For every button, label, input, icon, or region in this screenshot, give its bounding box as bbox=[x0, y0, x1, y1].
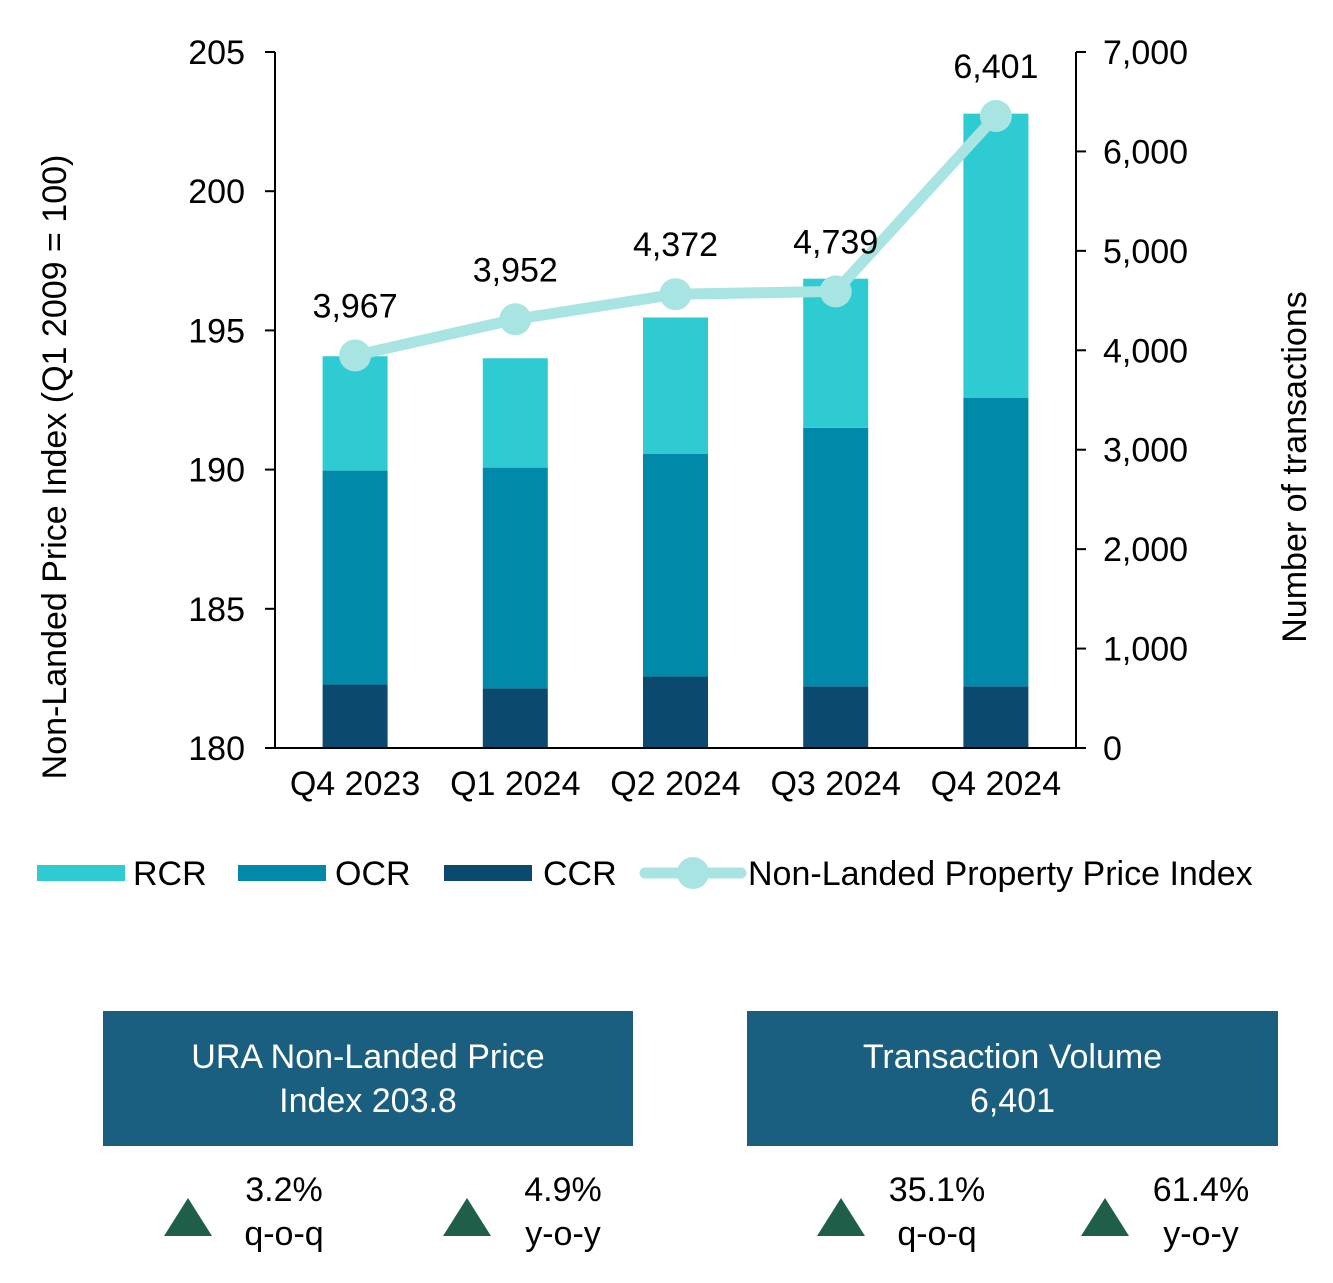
bar-ccr-2 bbox=[643, 676, 708, 748]
combo-chart: 180 185 190 195 200 205 0 1,000 2,000 3,000 4,000 5… bbox=[36, 34, 1314, 893]
bar-ccr-3 bbox=[803, 686, 869, 748]
kpi-price-index-title: URA Non-Landed Price Index 203.8 bbox=[191, 1037, 545, 1120]
legend-label-0: RCR bbox=[133, 855, 207, 893]
bar-rcr-0 bbox=[322, 356, 388, 471]
legend-swatch-ocr bbox=[238, 865, 326, 881]
stat-volume-qoq: 35.1% q-o-q bbox=[817, 1168, 1007, 1258]
stat-price-qoq-period: q-o-q bbox=[244, 1215, 324, 1253]
price-index-point-0 bbox=[339, 339, 372, 372]
kpi-transaction-volume-title: Transaction Volume 6,401 bbox=[862, 1037, 1163, 1120]
total-label-4: 6,401 bbox=[953, 48, 1038, 86]
bar-ccr-0 bbox=[322, 684, 388, 748]
bar-rcr-2 bbox=[643, 317, 708, 454]
right-tick-label: 4,000 bbox=[1103, 332, 1188, 370]
stat-volume-yoy-period: y-o-y bbox=[1163, 1215, 1239, 1253]
total-label-0: 3,967 bbox=[313, 287, 398, 325]
bar-ccr-4 bbox=[963, 686, 1029, 748]
legend-label-3: Non-Landed Property Price Index bbox=[748, 855, 1253, 893]
legend-layer: RCR OCR CCR Non-Landed Property Price Index bbox=[37, 855, 1253, 893]
bar-ocr-1 bbox=[482, 467, 548, 689]
bar-rcr-1 bbox=[482, 358, 548, 468]
stat-volume-qoq-period: q-o-q bbox=[897, 1215, 977, 1253]
stat-price-yoy: 4.9% y-o-y bbox=[443, 1168, 633, 1258]
x-tick-label: Q3 2024 bbox=[770, 765, 900, 803]
legend-swatch-ccr bbox=[444, 865, 532, 881]
left-tick-label: 180 bbox=[188, 730, 245, 768]
right-tick-label: 1,000 bbox=[1103, 631, 1188, 669]
price-index-point-4 bbox=[979, 100, 1012, 133]
total-label-3: 4,739 bbox=[793, 223, 878, 261]
bar-ocr-2 bbox=[643, 453, 708, 677]
x-tick-label: Q4 2023 bbox=[290, 765, 420, 803]
bar-ocr-0 bbox=[322, 470, 388, 685]
axes-layer: 180 185 190 195 200 205 0 1,000 2,000 3,000 4,000 5… bbox=[36, 34, 1314, 803]
up-arrow-icon bbox=[443, 1198, 491, 1236]
left-tick-label: 185 bbox=[188, 591, 245, 629]
left-tick-label: 205 bbox=[188, 34, 245, 72]
kpi-transaction-volume-box: Transaction Volume 6,401 bbox=[747, 1011, 1278, 1146]
price-index-point-2 bbox=[659, 278, 692, 311]
bars-layer bbox=[322, 113, 1029, 748]
stat-price-qoq: 3.2% q-o-q bbox=[164, 1168, 354, 1258]
x-tick-label: Q2 2024 bbox=[610, 765, 740, 803]
line-layer bbox=[339, 100, 1012, 372]
legend-label-1: OCR bbox=[335, 855, 411, 893]
up-arrow-icon bbox=[817, 1198, 865, 1236]
up-arrow-icon bbox=[164, 1198, 212, 1236]
bar-ocr-4 bbox=[963, 398, 1029, 687]
up-arrow-icon bbox=[1081, 1198, 1129, 1236]
x-tick-label: Q1 2024 bbox=[450, 765, 580, 803]
total-label-2: 4,372 bbox=[633, 226, 718, 264]
stat-volume-qoq-value: 35.1% bbox=[888, 1171, 986, 1209]
stat-price-yoy-period: y-o-y bbox=[525, 1215, 601, 1253]
stat-price-yoy-value: 4.9% bbox=[524, 1171, 602, 1209]
bar-rcr-4 bbox=[963, 113, 1029, 399]
price-index-point-1 bbox=[499, 303, 532, 336]
legend-label-2: CCR bbox=[543, 855, 617, 893]
bar-ocr-3 bbox=[803, 427, 869, 687]
stat-volume-yoy: 61.4% y-o-y bbox=[1081, 1168, 1271, 1258]
stat-volume-yoy-value: 61.4% bbox=[1152, 1171, 1250, 1209]
right-tick-label: 5,000 bbox=[1103, 233, 1188, 271]
right-tick-label: 7,000 bbox=[1103, 34, 1188, 72]
left-axis-title: Non-Landed Price Index (Q1 2009 = 100) bbox=[36, 155, 74, 780]
right-tick-label: 0 bbox=[1103, 730, 1122, 768]
left-tick-label: 200 bbox=[188, 173, 245, 211]
left-tick-label: 195 bbox=[188, 312, 245, 350]
labels-layer: 3,967 3,952 4,372 4,739 6,401 bbox=[313, 48, 1039, 325]
left-tick-label: 190 bbox=[188, 452, 245, 490]
x-tick-label: Q4 2024 bbox=[931, 765, 1061, 803]
legend-swatch-rcr bbox=[37, 865, 125, 881]
legend-line-marker bbox=[677, 857, 709, 889]
price-index-point-3 bbox=[819, 275, 852, 308]
kpi-price-index-box: URA Non-Landed Price Index 203.8 bbox=[103, 1011, 633, 1146]
right-tick-label: 6,000 bbox=[1103, 133, 1188, 171]
right-axis-title: Number of transactions bbox=[1276, 291, 1314, 643]
right-tick-label: 2,000 bbox=[1103, 531, 1188, 569]
bar-ccr-1 bbox=[482, 688, 548, 748]
right-tick-label: 3,000 bbox=[1103, 432, 1188, 470]
stat-price-qoq-value: 3.2% bbox=[245, 1171, 323, 1209]
total-label-1: 3,952 bbox=[473, 251, 558, 289]
